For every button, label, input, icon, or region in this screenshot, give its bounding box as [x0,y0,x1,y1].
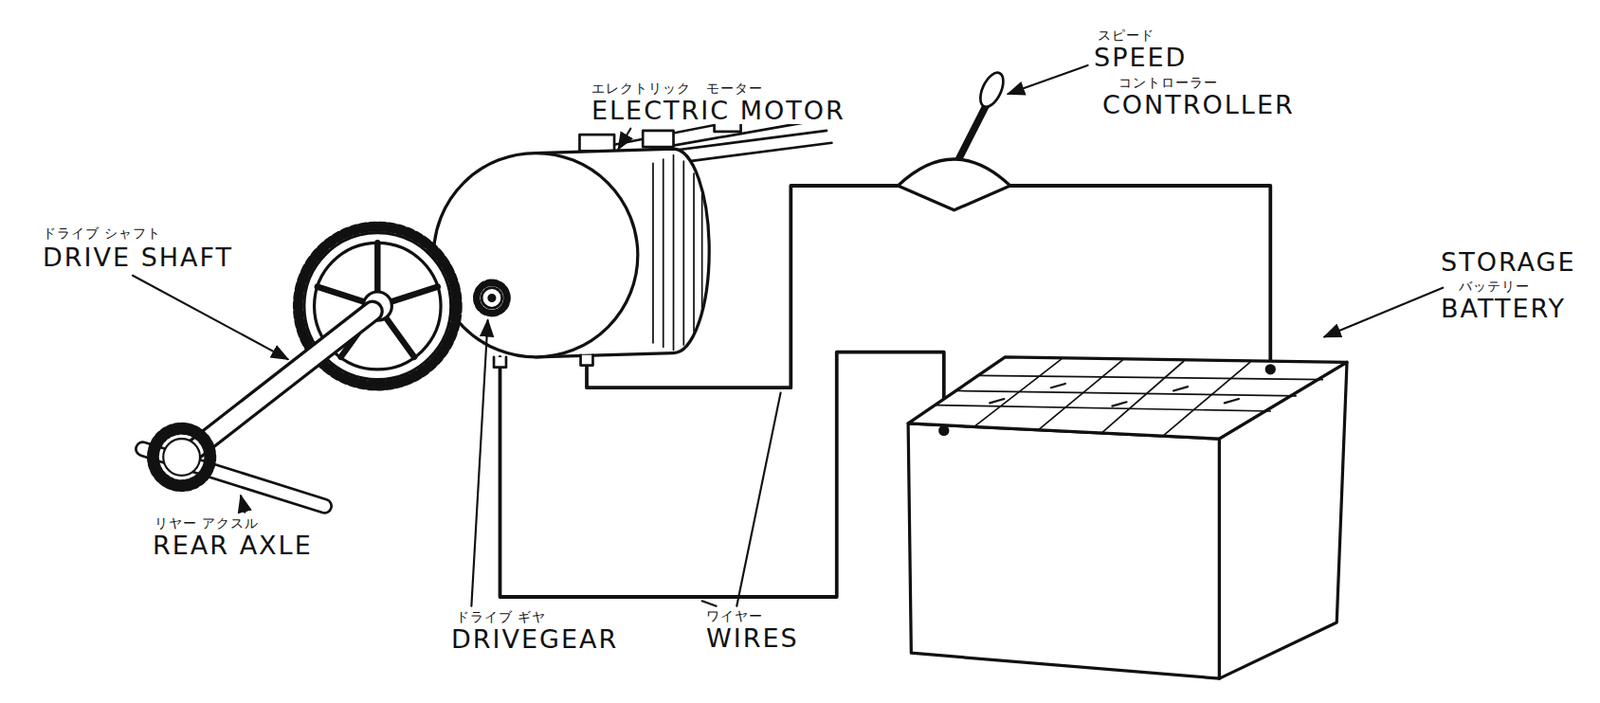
part-label: ドライブ ギヤ [454,610,548,625]
part-label: CONTROLLER [1100,91,1297,119]
part-label: ワイヤー [704,609,765,624]
speed-controller [897,69,1010,211]
storage-battery [908,357,1347,679]
part-label: エレクトリック [589,81,693,96]
drive-shaft [188,310,373,455]
part-label: BATTERY [1438,295,1568,323]
part-label: バッテリー [1456,279,1532,294]
wire [1010,185,1272,370]
part-label: REAR AXLE [150,532,315,560]
part-label: SPEED [1091,44,1189,72]
part-label: DRIVEGEAR [449,626,620,654]
part-label: STORAGE [1438,249,1579,276]
part-label: コントローラー [1116,75,1220,91]
wire [500,352,945,598]
bevel-gear [152,428,210,486]
leader-line [132,65,1443,607]
part-label: DRIVE SHAFT [40,244,236,272]
part-label: リヤー アクスル [152,516,261,531]
part-label: スピード [1095,28,1157,43]
part-label: ドライブ シャフト [40,226,164,241]
pinion-gear [476,282,508,313]
part-label: ELECTRIC MOTOR [589,97,848,125]
electric-motor [434,148,710,367]
part-label: モーター [704,81,765,96]
part-label: WIRES [704,625,801,653]
